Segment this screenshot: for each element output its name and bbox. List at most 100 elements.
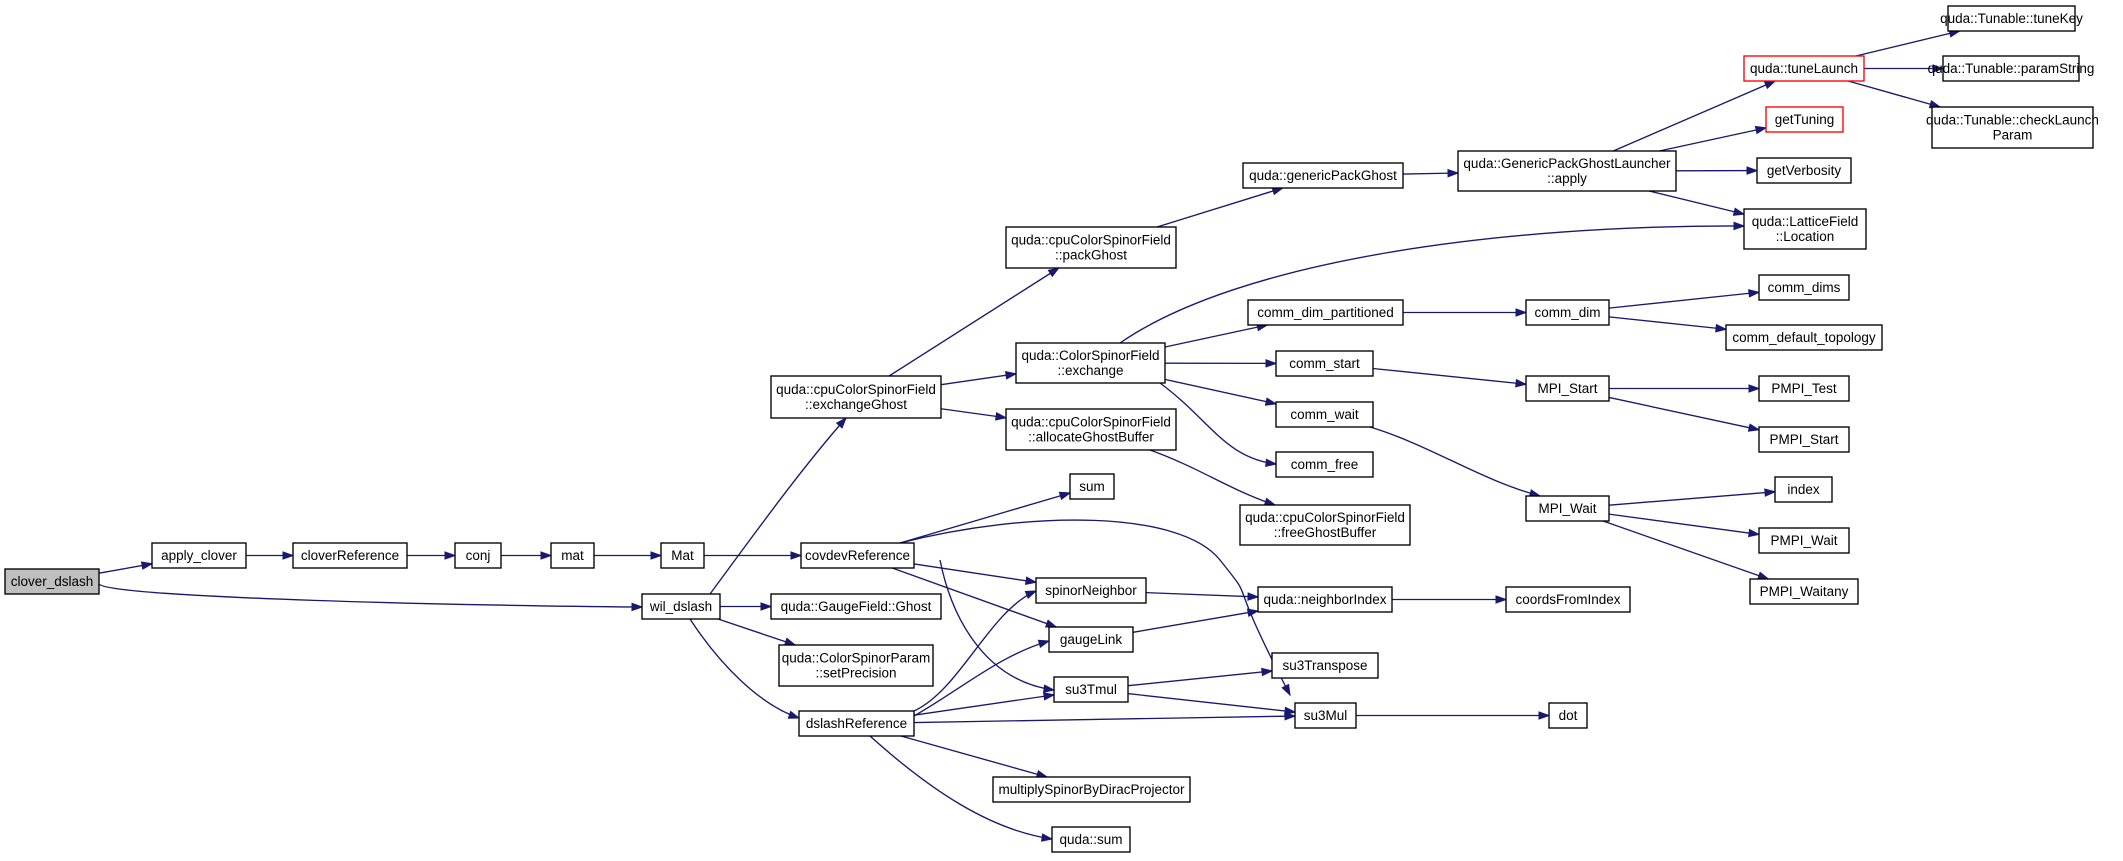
node-genericPackGhost[interactable]: quda::genericPackGhost: [1242, 162, 1404, 189]
edge-cloverReference-to-conj: [407, 551, 457, 560]
node-label: ::Location: [1776, 229, 1835, 244]
node-launcherApply[interactable]: quda::GenericPackGhostLauncher::apply: [1457, 150, 1677, 192]
edge-line: [1132, 610, 1259, 633]
edge-MPI_Wait-to-PMPI_Wait: [1608, 513, 1761, 538]
node-label: comm_dim: [1534, 305, 1600, 320]
node-box: [992, 776, 1191, 803]
node-comm_wait[interactable]: comm_wait: [1275, 401, 1374, 428]
node-box: [1525, 299, 1610, 326]
node-ghost[interactable]: quda::GaugeField::Ghost: [770, 593, 942, 620]
arrowhead: [1004, 371, 1018, 380]
node-comm_dims[interactable]: comm_dims: [1758, 274, 1850, 301]
arrowhead: [790, 551, 803, 560]
node-PMPI_Wait[interactable]: PMPI_Wait: [1758, 527, 1850, 554]
node-exchangeGhost[interactable]: quda::cpuColorSpinorField::exchangeGhost: [770, 375, 942, 419]
node-gaugeLink[interactable]: gaugeLink: [1048, 626, 1134, 653]
edge-covdevReference-to-sum: [899, 491, 1072, 544]
node-setPrecision[interactable]: quda::ColorSpinorParam::setPrecision: [778, 644, 934, 687]
node-MPI_Start[interactable]: MPI_Start: [1525, 375, 1610, 402]
node-su3Tmul[interactable]: su3Tmul: [1053, 676, 1129, 703]
node-box: [1743, 208, 1867, 250]
node-neighborIndex[interactable]: quda::neighborIndex: [1257, 586, 1393, 613]
node-label: comm_wait: [1290, 407, 1359, 422]
node-wil_dslash[interactable]: wil_dslash: [641, 593, 721, 620]
node-apply_clover[interactable]: apply_clover: [151, 542, 247, 569]
arrowhead: [1748, 528, 1761, 538]
node-conj[interactable]: conj: [454, 542, 502, 569]
node-dslashReference[interactable]: dslashReference: [798, 710, 915, 737]
edge-comm_dim-to-comm_dims: [1608, 289, 1761, 309]
node-box: [4, 568, 100, 595]
edge-exchangeGhost-to-packGhost: [888, 267, 1061, 377]
node-label: coordsFromIndex: [1515, 592, 1620, 607]
arrowhead: [282, 551, 295, 560]
arrowhead: [1261, 667, 1274, 677]
edge-line: [1369, 426, 1541, 497]
arrowhead: [1732, 207, 1746, 216]
node-qudaSum[interactable]: quda::sum: [1051, 826, 1131, 853]
node-su3Mul[interactable]: su3Mul: [1294, 702, 1357, 729]
node-multiplySpinor[interactable]: multiplySpinorByDiracProjector: [992, 776, 1191, 803]
node-PMPI_Test[interactable]: PMPI_Test: [1758, 375, 1850, 402]
node-comm_default_topology[interactable]: comm_default_topology: [1725, 324, 1883, 351]
node-MPI_Wait[interactable]: MPI_Wait: [1525, 495, 1610, 522]
node-coordsFromIndex[interactable]: coordsFromIndex: [1505, 586, 1631, 613]
edge-exchangeGhost-to-allocateGhostBuffer: [940, 408, 1008, 421]
node-box: [770, 593, 942, 620]
arrowhead: [1265, 359, 1278, 368]
edge-tuneLaunch-to-tuneKey: [1855, 29, 1962, 57]
node-Mat[interactable]: Mat: [660, 542, 705, 569]
node-box: [1756, 157, 1852, 184]
node-label: quda::tuneLaunch: [1750, 61, 1858, 76]
node-exchange[interactable]: quda::ColorSpinorField::exchange: [1015, 342, 1166, 384]
node-clover_dslash[interactable]: clover_dslash: [4, 568, 100, 595]
edge-dslashReference-to-multiplySpinor: [900, 735, 1049, 779]
node-su3Transpose[interactable]: su3Transpose: [1271, 652, 1379, 679]
edge-comm_wait-to-MPI_Wait: [1369, 426, 1542, 498]
arrowhead: [1024, 576, 1038, 585]
edge-line: [1608, 396, 1760, 431]
node-tuneLaunch[interactable]: quda::tuneLaunch: [1743, 55, 1865, 82]
node-label: Param: [1993, 128, 2033, 143]
node-PMPI_Waitany[interactable]: PMPI_Waitany: [1749, 578, 1859, 605]
arrowhead: [631, 602, 644, 612]
node-index[interactable]: index: [1774, 476, 1833, 503]
node-sum[interactable]: sum: [1069, 473, 1115, 500]
arrowhead: [1264, 397, 1278, 406]
node-cloverReference[interactable]: cloverReference: [292, 542, 408, 569]
arrowhead: [540, 551, 553, 560]
node-comm_dim_partitioned[interactable]: comm_dim_partitioned: [1247, 299, 1404, 326]
arrowhead: [1246, 608, 1260, 617]
node-box: [1005, 408, 1177, 451]
node-label: ::packGhost: [1055, 248, 1127, 263]
node-PMPI_Start[interactable]: PMPI_Start: [1758, 426, 1850, 453]
node-allocateGhostBuffer[interactable]: quda::cpuColorSpinorField::allocateGhost…: [1005, 408, 1177, 451]
node-comm_free[interactable]: comm_free: [1275, 451, 1374, 478]
edge-line: [1847, 80, 1941, 108]
node-spinorNeighbor[interactable]: spinorNeighbor: [1035, 577, 1147, 604]
node-packGhost[interactable]: quda::cpuColorSpinorField::packGhost: [1005, 226, 1177, 269]
edge-line: [1659, 127, 1767, 152]
arrowhead: [140, 561, 154, 570]
node-getVerbosity[interactable]: getVerbosity: [1756, 157, 1852, 184]
edge-clover_dslash-to-wil_dslash: [98, 583, 644, 612]
node-comm_start[interactable]: comm_start: [1275, 350, 1374, 377]
node-freeGhostBuffer[interactable]: quda::cpuColorSpinorField::freeGhostBuff…: [1239, 504, 1411, 546]
node-label: su3Tmul: [1065, 682, 1117, 697]
node-box: [660, 542, 705, 569]
node-tuneKey[interactable]: quda::Tunable::tuneKey: [1940, 5, 2083, 32]
node-paramString[interactable]: quda::Tunable::paramString: [1928, 55, 2095, 82]
node-mat[interactable]: mat: [550, 542, 595, 569]
node-getTuning[interactable]: getTuning: [1765, 106, 1844, 133]
node-box: [778, 644, 934, 687]
edge-tuneLaunch-to-paramString: [1864, 64, 1945, 73]
node-location[interactable]: quda::LatticeField::Location: [1743, 208, 1867, 250]
node-dot[interactable]: dot: [1548, 702, 1588, 729]
node-label: gaugeLink: [1060, 632, 1123, 647]
node-label: su3Mul: [1304, 708, 1348, 723]
node-covdevReference[interactable]: covdevReference: [800, 542, 915, 569]
node-comm_dim[interactable]: comm_dim: [1525, 299, 1610, 326]
node-label: MPI_Wait: [1538, 501, 1596, 516]
